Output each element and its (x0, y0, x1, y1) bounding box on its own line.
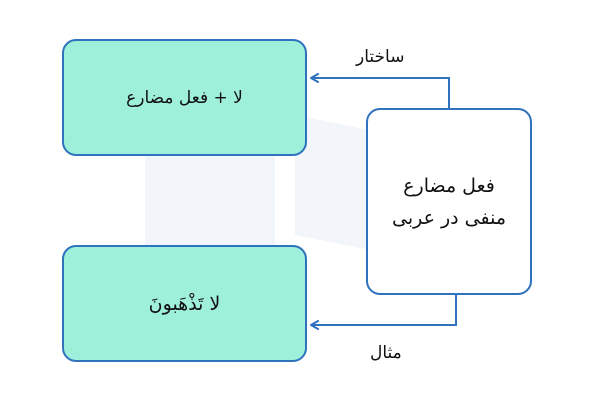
main-concept-box: فعل مضارع منفی در عربی (366, 108, 532, 295)
example-edge-label: مثال (370, 343, 402, 363)
structure-edge-label: ساختار (356, 47, 405, 67)
structure-box: لا + فعل مضارع (62, 39, 307, 156)
structure-text: لا + فعل مضارع (126, 87, 243, 108)
main-concept-line2: منفی در عربی (391, 206, 507, 229)
example-box: لا تَذْهَبونَ (62, 245, 307, 362)
main-concept-line1: فعل مضارع (403, 174, 495, 197)
example-text: لا تَذْهَبونَ (148, 292, 221, 315)
arrow-to-example (310, 295, 457, 330)
arrow-to-structure (310, 73, 450, 108)
